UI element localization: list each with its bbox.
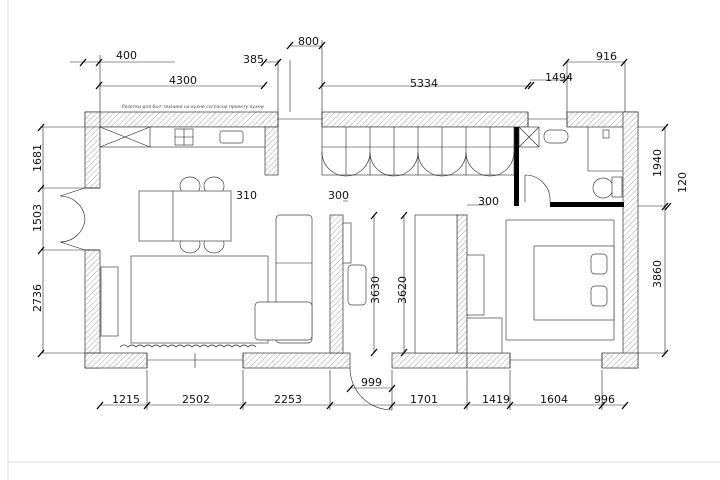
dim-1215: 1215	[112, 393, 140, 406]
dim-996: 996	[594, 393, 615, 406]
dim-120: 120	[676, 172, 689, 193]
kitchen-counter	[99, 126, 266, 148]
curtain	[119, 344, 257, 348]
toilet-icon	[592, 177, 614, 199]
bathroom	[518, 126, 623, 203]
cabinet	[414, 214, 458, 354]
dim-3860: 3860	[651, 260, 664, 288]
dim-3620: 3620	[396, 276, 409, 304]
dining-table	[138, 176, 232, 254]
bathroom-wall-vertical	[514, 127, 519, 206]
dim-1494: 1494	[545, 71, 573, 84]
bed	[505, 219, 615, 341]
dim-310: 310	[236, 189, 257, 202]
wardrobe	[321, 126, 515, 177]
dimension-ticks	[37, 41, 672, 410]
dim-1419: 1419	[482, 393, 510, 406]
dim-1604: 1604	[540, 393, 568, 406]
entrance-door	[59, 187, 86, 251]
dim-1701: 1701	[410, 393, 438, 406]
washbasin-icon	[543, 129, 569, 144]
shoe-cabinet	[342, 222, 352, 264]
bathroom-wall-horizontal	[550, 202, 624, 207]
dim-400: 400	[116, 49, 137, 62]
dim-2253: 2253	[274, 393, 302, 406]
dim-2736: 2736	[31, 284, 44, 312]
dim-999: 999	[361, 376, 382, 389]
dim-300-bedroom: 300	[478, 195, 499, 208]
dim-5334: 5334	[410, 77, 438, 90]
dim-1503: 1503	[31, 204, 44, 232]
rug	[130, 255, 269, 344]
entry-door-swing	[349, 367, 393, 411]
dim-300-corridor: 300	[328, 189, 349, 202]
sink-icon	[219, 130, 244, 144]
dim-2502: 2502	[182, 393, 210, 406]
dim-4300: 4300	[169, 74, 197, 87]
dim-800: 800	[298, 35, 319, 48]
bedroom-closet	[466, 317, 503, 354]
tv-unit	[100, 266, 119, 337]
dim-1940: 1940	[651, 149, 664, 177]
bathroom-door	[524, 174, 551, 203]
sofa	[254, 214, 313, 344]
pouf	[347, 264, 367, 306]
dim-385: 385	[243, 53, 264, 66]
dim-916: 916	[596, 50, 617, 63]
kitchen-sockets-note: Розетки для быт.техники на кухне согласн…	[122, 104, 264, 110]
bedroom-tv	[466, 254, 485, 316]
dim-3630: 3630	[369, 276, 382, 304]
dim-1681: 1681	[31, 144, 44, 172]
